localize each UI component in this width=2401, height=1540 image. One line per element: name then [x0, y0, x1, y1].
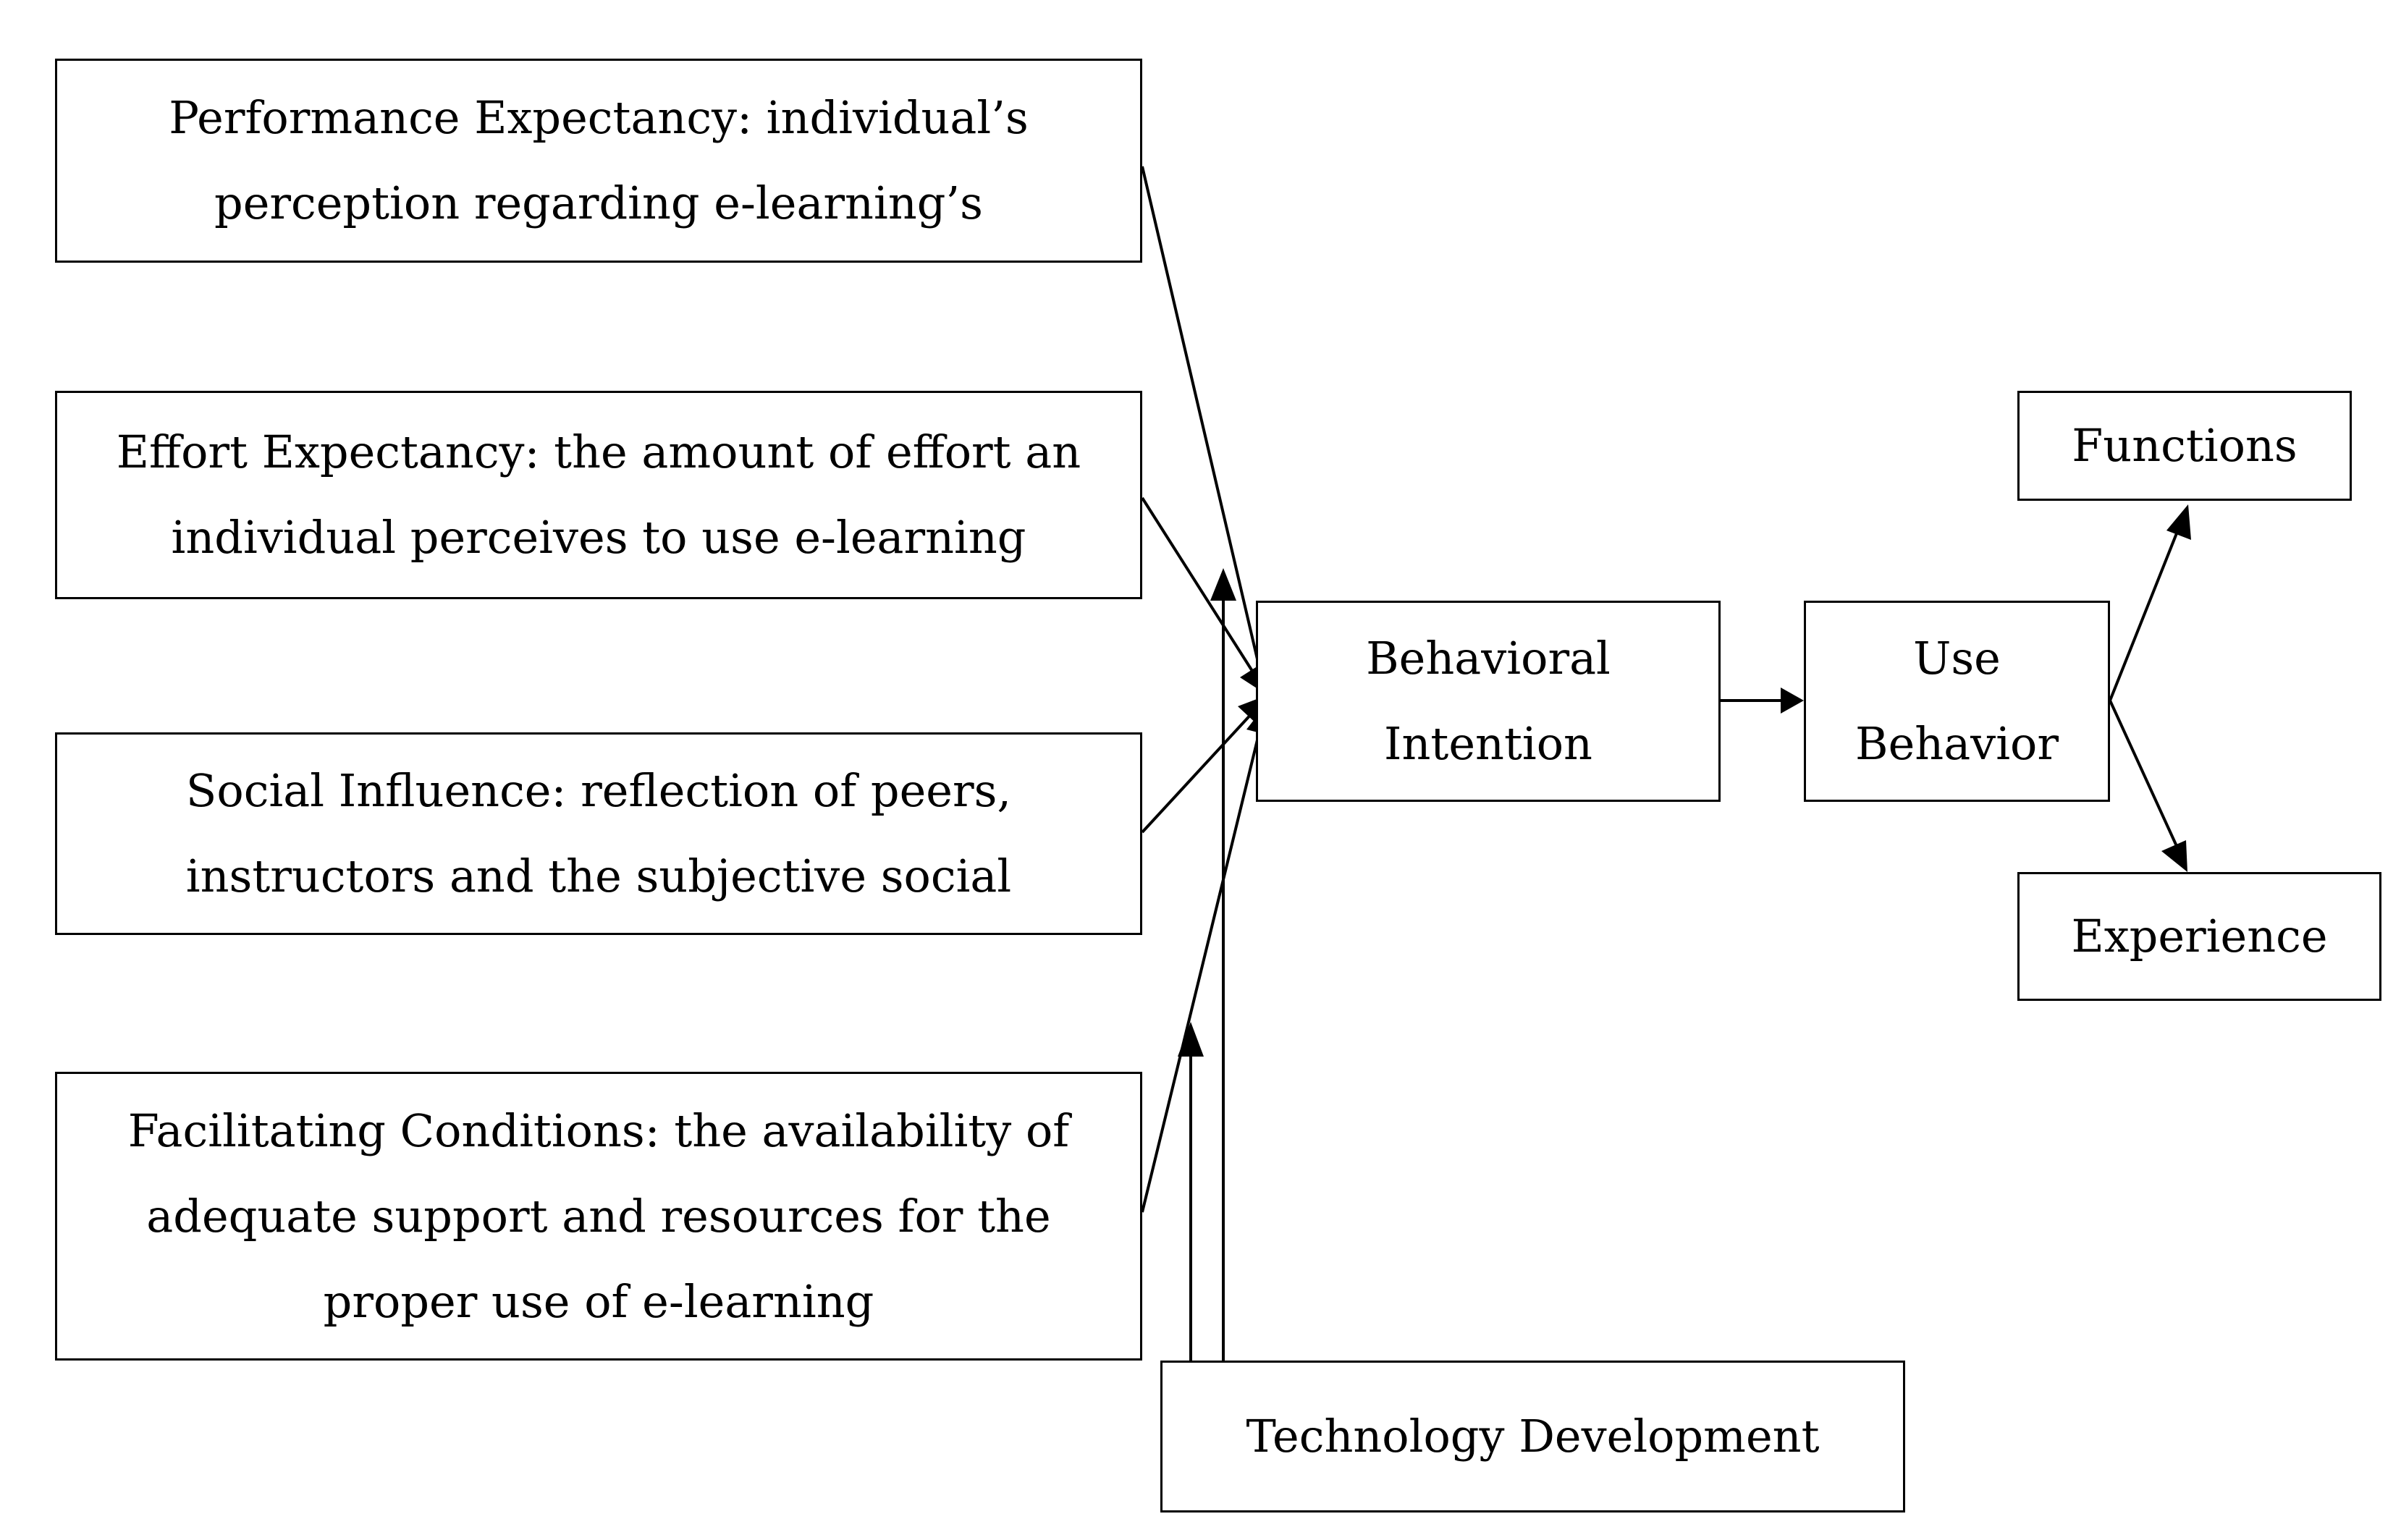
edge-use-to-functions [2109, 522, 2182, 701]
arrowhead-use-to-experience [2161, 840, 2187, 872]
behavioral-intention-box: Behavioral Intention [1256, 601, 1721, 802]
functions-label: Functions [2072, 418, 2297, 472]
edge-performance-to-intention [1141, 166, 1265, 685]
use-behavior-label: Use Behavior [1855, 632, 2059, 770]
facilitating-conditions-box: Facilitating Conditions: the availabilit… [55, 1072, 1142, 1361]
arrowhead-use-to-functions [2166, 504, 2191, 540]
edge-social-to-intention [1141, 710, 1255, 834]
performance-expectancy-label: Performance Expectancy: individual’s per… [169, 91, 1029, 229]
performance-expectancy-box: Performance Expectancy: individual’s per… [55, 59, 1142, 263]
functions-box: Functions [2017, 391, 2352, 501]
technology-development-box: Technology Development [1160, 1361, 1905, 1512]
arrowhead-technology-to-effort-link [1210, 568, 1236, 601]
effort-expectancy-label: Effort Expectancy: the amount of effort … [116, 426, 1081, 564]
effort-expectancy-box: Effort Expectancy: the amount of effort … [55, 391, 1142, 599]
use-behavior-box: Use Behavior [1804, 601, 2110, 802]
experience-box: Experience [2017, 872, 2381, 1001]
edge-effort-to-intention [1141, 496, 1257, 678]
social-influence-box: Social Influence: reflection of peers, i… [55, 732, 1142, 935]
technology-development-label: Technology Development [1246, 1409, 1820, 1463]
arrowhead-technology-to-facilitating-link [1178, 1022, 1204, 1057]
social-influence-label: Social Influence: reflection of peers, i… [185, 764, 1012, 902]
experience-label: Experience [2071, 909, 2328, 962]
facilitating-conditions-label: Facilitating Conditions: the availabilit… [127, 1104, 1070, 1328]
behavioral-intention-label: Behavioral Intention [1366, 632, 1611, 770]
edge-use-to-experience [2109, 700, 2182, 855]
edge-facilitating-to-intention [1141, 722, 1263, 1213]
arrowhead-intention-to-use [1781, 688, 1804, 714]
